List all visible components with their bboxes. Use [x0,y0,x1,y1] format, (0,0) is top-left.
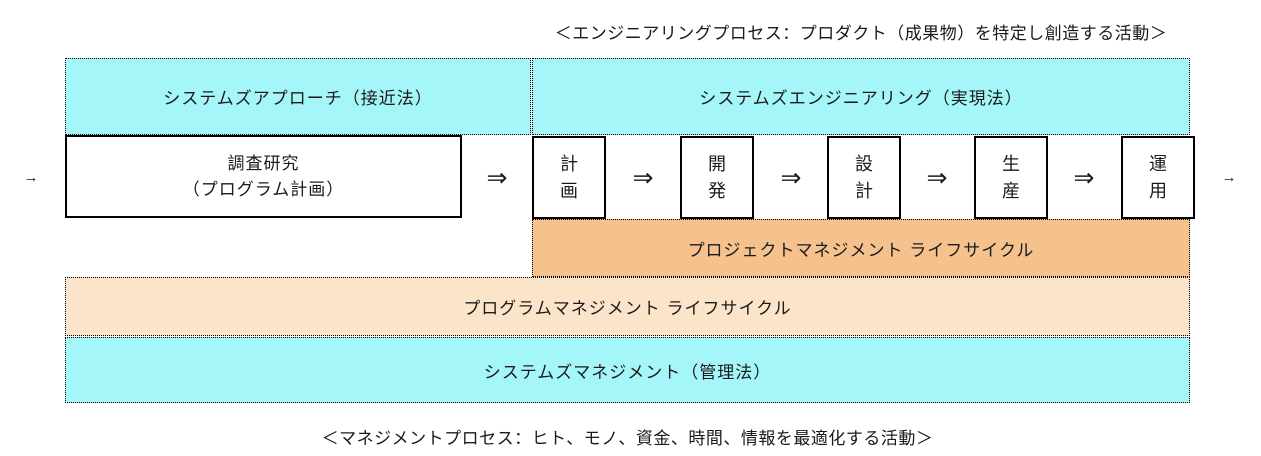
flow-entry-arrow: → [14,136,48,219]
double-arrow-icon: ⇒ [1073,163,1095,192]
stage-label-line1: 設 [855,153,873,174]
research-box-line2: （プログラム計画） [182,179,345,199]
engineering-process-caption: ＜エンジニアリングプロセス：プロダクト（成果物）を特定し創造する活動＞ [554,24,1168,43]
step-arrow-2: ⇒ [626,136,660,219]
stage-label-line1: 運 [1149,153,1167,174]
stage-label-line2: 産 [1002,180,1020,201]
stage-box-development: 開 発 [680,136,754,219]
management-process-caption: ＜マネジメントプロセス：ヒト、モノ、資金、時間、情報を最適化する活動＞ [321,429,934,448]
double-arrow-icon: ⇒ [780,163,802,192]
step-arrow-3: ⇒ [774,136,808,219]
systems-engineering-header: システムズエンジニアリング（実現法） [532,58,1190,135]
stage-box-design: 設 計 [827,136,901,219]
systems-management-band: システムズマネジメント（管理法） [65,337,1190,403]
research-box: 調査研究 （プログラム計画） [65,135,462,218]
right-arrow-icon: → [23,169,39,186]
systems-engineering-label: システムズエンジニアリング（実現法） [699,89,1023,108]
project-management-band: プロジェクトマネジメント ライフサイクル [532,219,1190,277]
stage-label-line2: 計 [855,180,873,201]
double-arrow-icon: ⇒ [632,163,654,192]
double-arrow-icon: ⇒ [486,163,508,192]
stage-label-line2: 画 [560,180,578,201]
research-box-line1: 調査研究 [227,153,300,173]
step-arrow-4: ⇒ [920,136,954,219]
systems-approach-header: システムズアプローチ（接近法） [65,58,531,135]
stage-box-planning: 計 画 [532,136,606,219]
project-management-label: プロジェクトマネジメント ライフサイクル [687,240,1035,260]
program-management-label: プログラムマネジメント ライフサイクル [463,299,792,318]
stage-label-line1: 生 [1002,153,1020,174]
flow-exit-arrow: → [1212,136,1246,219]
double-arrow-icon: ⇒ [926,163,948,192]
program-management-band: プログラムマネジメント ライフサイクル [65,277,1190,336]
stage-label-line1: 開 [708,153,726,174]
systems-management-label: システムズマネジメント（管理法） [483,362,772,382]
stage-label-line1: 計 [560,153,578,174]
stage-box-production: 生 産 [974,136,1048,219]
systems-approach-label: システムズアプローチ（接近法） [163,89,433,108]
stage-box-operation: 運 用 [1121,136,1195,219]
stage-label-line2: 発 [708,180,726,201]
step-arrow-1: ⇒ [480,136,514,219]
stage-label-line2: 用 [1149,180,1167,201]
right-arrow-icon: → [1221,169,1237,186]
step-arrow-5: ⇒ [1067,136,1101,219]
